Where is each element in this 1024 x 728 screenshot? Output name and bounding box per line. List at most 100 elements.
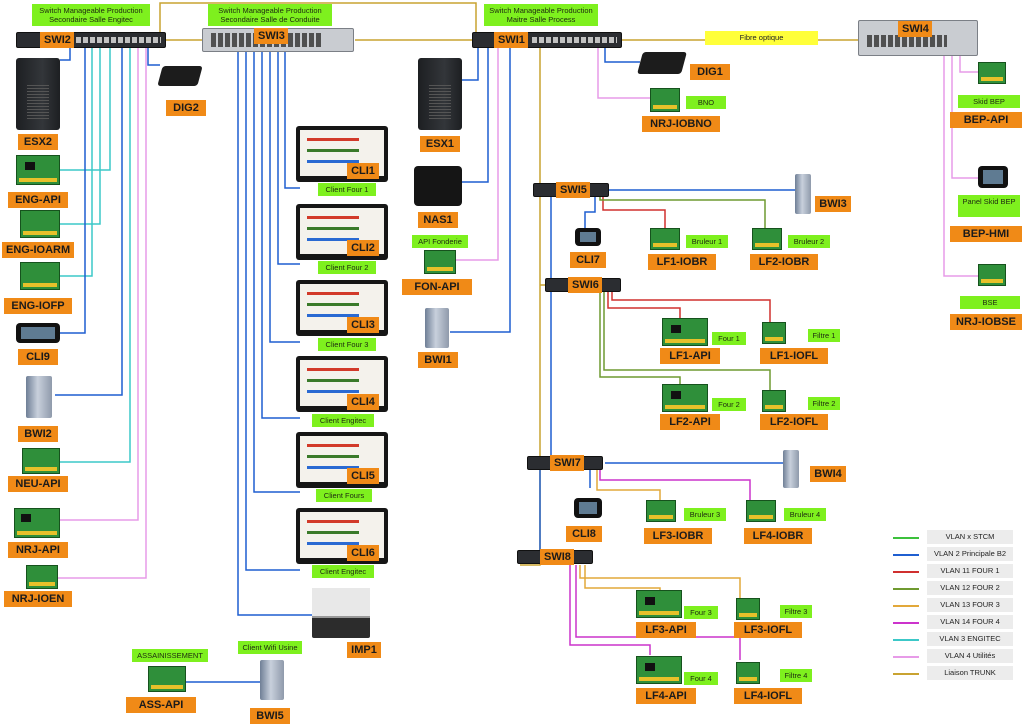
wire-cli9 bbox=[60, 46, 86, 334]
board-eng-iofp[interactable] bbox=[20, 262, 60, 290]
fibre-label-box bbox=[705, 31, 818, 45]
switch-swi2[interactable] bbox=[16, 32, 166, 48]
wire-lf3-iobr bbox=[596, 470, 661, 500]
label-lf3-iofl: LF3-IOFL bbox=[734, 622, 802, 638]
legend-label: VLAN 11 FOUR 1 bbox=[927, 564, 1013, 578]
screen-cli6[interactable] bbox=[296, 508, 388, 564]
label-swi4: SWI4 bbox=[898, 21, 932, 37]
legend-label: VLAN 3 ENGITEC bbox=[927, 632, 1013, 646]
board-bep-api[interactable] bbox=[978, 62, 1006, 84]
wire-imp1 bbox=[237, 52, 312, 616]
legend-swatch bbox=[893, 639, 919, 641]
legend-row: VLAN 13 FOUR 3 bbox=[893, 598, 1013, 612]
label-nrj-iobno: NRJ-IOBNO bbox=[642, 116, 720, 132]
legend-swatch bbox=[893, 554, 919, 556]
swi1-title: Switch Manageable Production Maitre Sall… bbox=[484, 4, 598, 26]
tag-bruleur2: Bruleur 2 bbox=[788, 235, 830, 248]
label-swi8: SWI8 bbox=[540, 549, 574, 565]
label-bwi3: BWI3 bbox=[815, 196, 851, 212]
dig-dig2[interactable] bbox=[157, 66, 203, 86]
board-lf2-iofl[interactable] bbox=[762, 390, 786, 412]
nas-nas1[interactable] bbox=[414, 166, 462, 206]
board-lf2-iobr[interactable] bbox=[752, 228, 782, 250]
label-swi7: SWI7 bbox=[550, 455, 584, 471]
board-eng-api[interactable] bbox=[16, 155, 60, 185]
panel-bep-hmi[interactable] bbox=[978, 166, 1008, 188]
swi2-title: Switch Manageable Production Secondaire … bbox=[32, 4, 150, 26]
wire-fon-api bbox=[455, 46, 499, 261]
board-lf4-iobr[interactable] bbox=[746, 500, 776, 522]
label-neu-api: NEU-API bbox=[8, 476, 68, 492]
legend-label: VLAN 4 Utilités bbox=[927, 649, 1013, 663]
board-neu-api[interactable] bbox=[22, 448, 60, 474]
legend-swatch bbox=[893, 656, 919, 658]
tag-bruleur4: Bruleur 4 bbox=[784, 508, 826, 521]
wire-dig2 bbox=[147, 46, 160, 66]
server-esx1[interactable] bbox=[418, 58, 462, 130]
board-nrj-iobse[interactable] bbox=[978, 264, 1006, 286]
board-eng-ioarm[interactable] bbox=[20, 210, 60, 238]
board-lf1-iobr[interactable] bbox=[650, 228, 680, 250]
ap-bwi4[interactable] bbox=[783, 450, 799, 488]
wire-bwi2 bbox=[55, 46, 123, 396]
wire-cli4 bbox=[261, 52, 300, 419]
wire-cli7 bbox=[584, 195, 596, 228]
label-eng-iofp: ENG-IOFP bbox=[4, 298, 72, 314]
wire-bep-hmi bbox=[951, 56, 978, 179]
ap-bwi1[interactable] bbox=[425, 308, 449, 348]
board-fon-api[interactable] bbox=[424, 250, 456, 274]
legend-row: VLAN 2 Principale B2 bbox=[893, 547, 1013, 561]
label-bwi1: BWI1 bbox=[418, 352, 458, 368]
label-lf4-api: LF4-API bbox=[636, 688, 696, 704]
ap-bwi5[interactable] bbox=[260, 660, 284, 700]
dig-dig1[interactable] bbox=[637, 52, 687, 74]
board-ass-api[interactable] bbox=[148, 666, 186, 692]
wire-lf2-iobr bbox=[599, 196, 766, 228]
panel-cli8[interactable] bbox=[574, 498, 602, 518]
legend-row: VLAN 4 Utilités bbox=[893, 649, 1013, 663]
tag-bse: BSE bbox=[960, 296, 1020, 309]
board-nrj-iobno[interactable] bbox=[650, 88, 680, 112]
label-lf4-iofl: LF4-IOFL bbox=[734, 688, 802, 704]
label-lf2-iofl: LF2-IOFL bbox=[760, 414, 828, 430]
ap-bwi3[interactable] bbox=[795, 174, 811, 214]
wire-bwi1 bbox=[450, 46, 511, 333]
board-lf3-api[interactable] bbox=[636, 590, 682, 618]
label-swi3: SWI3 bbox=[254, 28, 288, 44]
board-lf4-api[interactable] bbox=[636, 656, 682, 684]
tag-four2: Four 2 bbox=[712, 398, 746, 411]
label-imp1: IMP1 bbox=[347, 642, 381, 658]
board-nrj-ioen[interactable] bbox=[26, 565, 58, 589]
printer-imp1[interactable] bbox=[312, 588, 370, 638]
tag-bruleur1: Bruleur 1 bbox=[686, 235, 728, 248]
swi3-title: Switch Manageable Production Secondaire … bbox=[208, 4, 332, 26]
wire-eng-ioarm bbox=[60, 46, 101, 225]
legend-swatch bbox=[893, 588, 919, 590]
fibre-label: Fibre optique bbox=[739, 33, 784, 42]
board-lf3-iofl[interactable] bbox=[736, 598, 760, 620]
tag-four3: Four 3 bbox=[684, 606, 718, 619]
trunk-swi1-down bbox=[520, 48, 541, 566]
ap-bwi2[interactable] bbox=[26, 376, 52, 418]
legend-row: VLAN x STCM bbox=[893, 530, 1013, 544]
legend-swatch bbox=[893, 571, 919, 573]
wire-lf2-api bbox=[599, 290, 681, 385]
panel-cli7[interactable] bbox=[575, 228, 601, 246]
panel-cli9[interactable] bbox=[16, 323, 60, 343]
board-lf1-api[interactable] bbox=[662, 318, 708, 346]
server-esx2[interactable] bbox=[16, 58, 60, 130]
wire-lf1-iofl bbox=[611, 290, 771, 322]
label-bwi5: BWI5 bbox=[250, 708, 290, 724]
board-lf4-iofl[interactable] bbox=[736, 662, 760, 684]
board-lf3-iobr[interactable] bbox=[646, 500, 676, 522]
wire-dig1 bbox=[604, 48, 640, 63]
tag-client-four2: Client Four 2 bbox=[318, 261, 376, 274]
trunk-swi8-lf3 bbox=[579, 565, 741, 598]
label-cli5: CLI5 bbox=[347, 468, 379, 484]
board-lf2-api[interactable] bbox=[662, 384, 708, 412]
wire-cli5 bbox=[253, 52, 300, 493]
label-lf1-iobr: LF1-IOBR bbox=[648, 254, 716, 270]
board-nrj-api[interactable] bbox=[14, 508, 60, 538]
board-lf1-iofl[interactable] bbox=[762, 322, 786, 344]
